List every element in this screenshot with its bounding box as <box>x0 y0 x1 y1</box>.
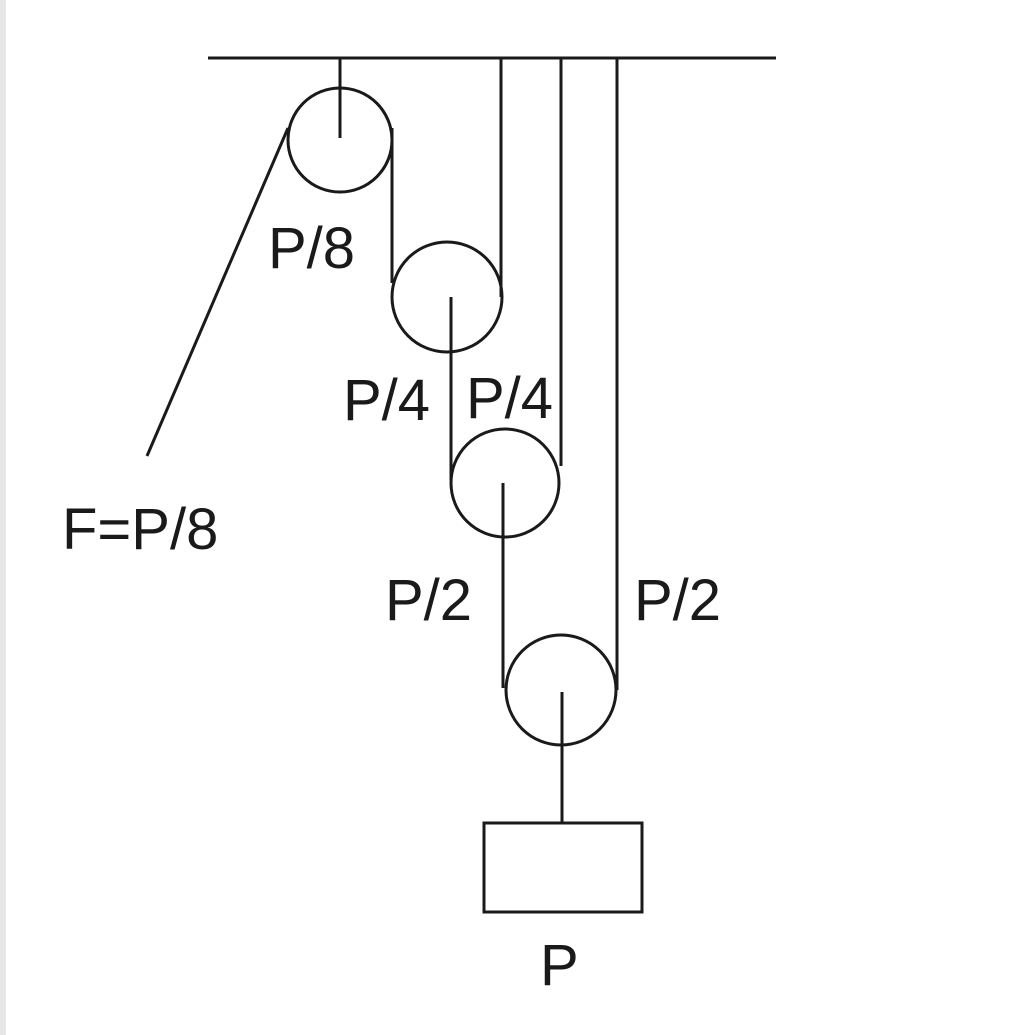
pull-rope <box>145 127 290 457</box>
load-block <box>482 821 644 914</box>
label-third-pulley-left: P/2 <box>385 568 472 633</box>
third-pulley <box>449 427 561 539</box>
label-second-pulley-right: P/4 <box>466 366 553 431</box>
second-pulley <box>390 240 504 354</box>
label-third-pulley-right: P/2 <box>634 568 721 633</box>
label-second-pulley-left: P/4 <box>343 368 430 433</box>
label-load: P <box>540 933 579 998</box>
label-top-pulley-tension: P/8 <box>268 216 355 281</box>
left-edge-strip <box>0 0 6 1035</box>
label-applied-force: F=P/8 <box>62 497 218 562</box>
